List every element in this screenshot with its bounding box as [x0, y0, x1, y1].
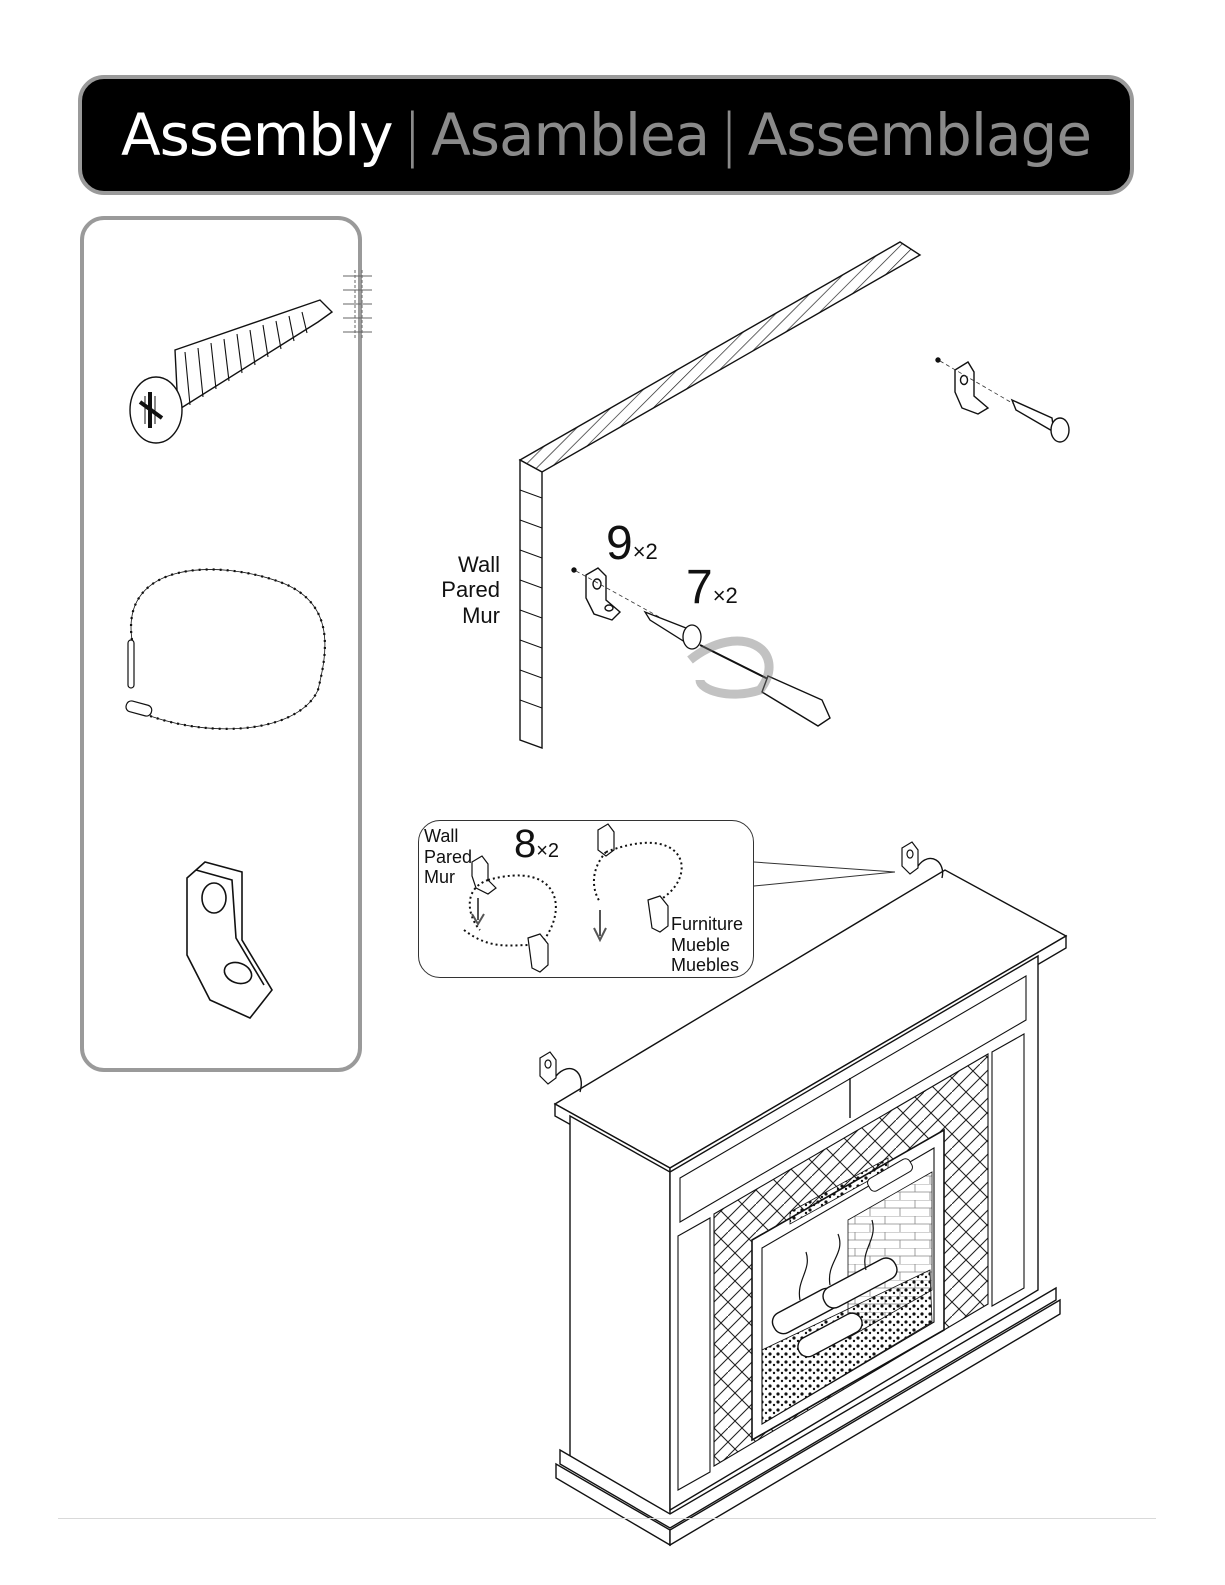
- wall-label-en: Wall: [430, 552, 500, 577]
- callout-chain-wall: [464, 856, 556, 972]
- footer-divider: [58, 1518, 1156, 1519]
- wall-bracket-icon: [572, 568, 620, 620]
- callout-chain-furniture: [594, 824, 682, 940]
- callout-wall-fr: Mur: [424, 867, 472, 888]
- fireplace-mantel: [555, 870, 1066, 1545]
- qty-part-9: 9×2: [606, 516, 658, 571]
- part-multiplier: ×2: [633, 539, 658, 564]
- callout-furniture-label: Furniture Mueble Muebles: [671, 914, 743, 976]
- callout-furniture-es: Mueble: [671, 935, 743, 956]
- part-number: 9: [606, 517, 633, 570]
- part-multiplier: ×2: [713, 583, 738, 608]
- wall-label-fr: Mur: [430, 603, 500, 628]
- detail-bracket-icon: [936, 358, 1069, 442]
- screwdriver-icon: [690, 641, 830, 726]
- ball-chain-icon: [125, 569, 325, 728]
- screw-spec-mark: [343, 270, 372, 340]
- qty-part-7: 7×2: [686, 560, 738, 615]
- callout-furniture-fr: Muebles: [671, 955, 743, 976]
- callout-pointer: [754, 862, 895, 872]
- l-bracket-icon: [187, 862, 272, 1018]
- callout-wall-label: Wall Pared Mur: [424, 826, 472, 888]
- wall-label-es: Pared: [430, 577, 500, 602]
- wall-label: Wall Pared Mur: [430, 552, 500, 628]
- wood-screw-icon: [130, 300, 332, 443]
- part-number: 8: [514, 822, 536, 866]
- callout-wall-en: Wall: [424, 826, 472, 847]
- callout-pointer: [754, 872, 895, 886]
- wall-illustration: [520, 242, 920, 748]
- part-number: 7: [686, 561, 713, 614]
- screw-7-icon: [645, 612, 701, 649]
- callout-wall-es: Pared: [424, 847, 472, 868]
- qty-part-8: 8×2: [514, 822, 559, 867]
- callout-furniture-en: Furniture: [671, 914, 743, 935]
- part-multiplier: ×2: [536, 840, 559, 862]
